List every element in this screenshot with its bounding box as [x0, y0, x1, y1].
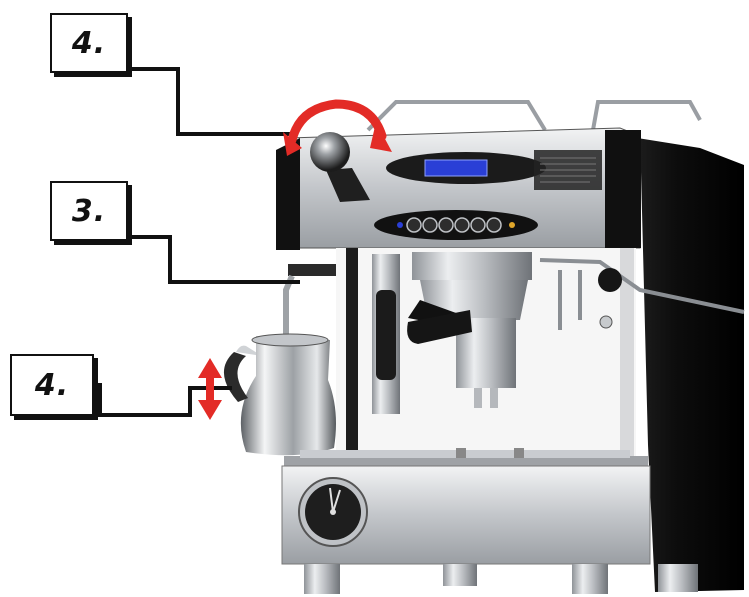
steam-column — [372, 254, 400, 414]
machine-feet — [304, 564, 698, 594]
step-label-middle-text: 3. — [72, 194, 106, 229]
lcd-display — [425, 160, 487, 176]
pressure-gauge — [299, 478, 367, 546]
cup-rails — [368, 102, 700, 130]
step-label-top: 4. — [50, 13, 128, 73]
step-label-bottom-text: 4. — [35, 368, 69, 403]
steam-wand — [286, 264, 336, 340]
step-label-bottom: 4. — [10, 354, 94, 416]
top-panel-right-block — [605, 130, 641, 248]
step-label-middle: 3. — [50, 181, 128, 241]
milk-jug — [224, 334, 336, 455]
step-label-top-text: 4. — [72, 26, 106, 61]
